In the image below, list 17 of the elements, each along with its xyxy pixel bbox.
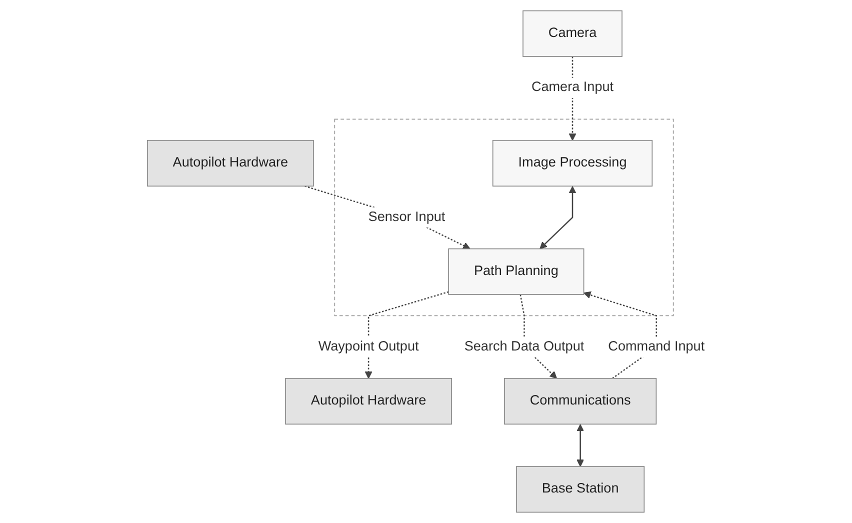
edge-label: Search Data Output xyxy=(464,339,584,354)
edge-label: Sensor Input xyxy=(368,210,446,224)
node-box: Camera xyxy=(522,10,622,57)
node-box: Communications xyxy=(504,378,657,425)
arrow xyxy=(364,291,449,379)
edge-label: Camera Input xyxy=(531,80,614,95)
edge-label: Waypoint Output xyxy=(318,339,419,354)
node-box: Base Station xyxy=(516,466,645,513)
node-box: Image Processing xyxy=(492,140,653,187)
node-box: Autopilot Hardware xyxy=(146,140,314,187)
node-box: Path Planning xyxy=(448,248,584,295)
node-box: Autopilot Hardware xyxy=(285,378,452,425)
cluster xyxy=(334,118,674,316)
arrow xyxy=(304,186,470,250)
arrow xyxy=(576,424,584,467)
arrow xyxy=(540,186,576,250)
edge-label: Command Input xyxy=(608,339,705,354)
